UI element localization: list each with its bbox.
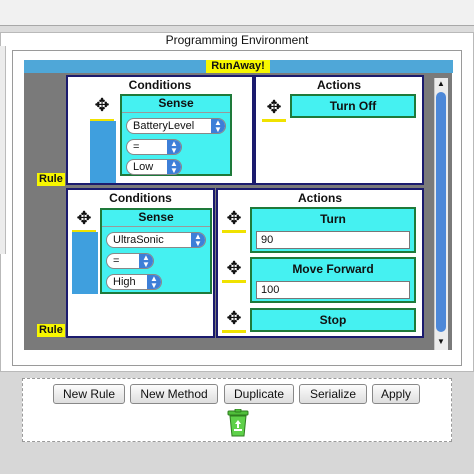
action-block[interactable]: Stop [250, 308, 416, 332]
new-rule-button[interactable]: New Rule [53, 384, 125, 404]
sensor-select[interactable]: BatteryLevel ▲▼ [126, 118, 226, 134]
operator-select[interactable]: = ▲▼ [126, 139, 182, 155]
value-select[interactable]: High ▲▼ [106, 274, 162, 290]
sense-title: Sense [102, 210, 210, 227]
chevron-updown-icon: ▲▼ [211, 119, 225, 134]
conditions-title: Conditions [128, 78, 192, 92]
duplicate-button[interactable]: Duplicate [224, 384, 294, 404]
handle-underline [72, 230, 96, 233]
actions-title: Actions [297, 191, 342, 205]
sensor-value: BatteryLevel [133, 120, 195, 132]
sensor-select[interactable]: UltraSonic ▲▼ [106, 232, 206, 248]
move-icon[interactable]: ✥ [94, 95, 110, 115]
operator-select[interactable]: = ▲▼ [106, 253, 154, 269]
condition-nesting-bar [90, 121, 116, 183]
recycle-bin-icon[interactable] [226, 409, 250, 437]
sensor-value: UltraSonic [113, 234, 164, 246]
chevron-updown-icon: ▲▼ [147, 275, 161, 290]
chevron-updown-icon: ▲▼ [191, 233, 205, 248]
actions-block: Actions ✥ Turn Off [254, 75, 424, 185]
handle-underline [222, 230, 246, 233]
scroll-up-icon[interactable]: ▲ [437, 79, 445, 88]
sense-block[interactable]: Sense BatteryLevel ▲▼ = ▲▼ Low ▲▼ [120, 94, 232, 176]
handle-underline [262, 119, 286, 122]
rule-label[interactable]: Rule [37, 324, 65, 337]
action-block[interactable]: Turn Off [290, 94, 416, 118]
action-title: Turn [320, 212, 346, 226]
operator-value: = [133, 141, 140, 153]
sense-title: Sense [122, 96, 230, 113]
move-icon[interactable]: ✥ [76, 208, 92, 228]
move-icon[interactable]: ✥ [226, 308, 242, 328]
left-panel-edge [0, 46, 6, 254]
actions-block: Actions ✥ Turn 90 ✥ Move Forward 100 ✥ S… [216, 188, 424, 338]
environment-title: Programming Environment [165, 33, 309, 47]
action-block[interactable]: Turn 90 [250, 207, 416, 253]
conditions-block: Conditions ✥ Sense UltraSonic ▲▼ = ▲▼ Hi… [66, 188, 215, 338]
program-name[interactable]: RunAway! [206, 60, 270, 73]
handle-underline [222, 280, 246, 283]
new-method-button[interactable]: New Method [130, 384, 218, 404]
action-title: Turn Off [329, 99, 377, 113]
window-top-strip [0, 26, 474, 32]
actions-title: Actions [316, 78, 361, 92]
scroll-down-icon[interactable]: ▼ [437, 337, 445, 346]
condition-value: Low [133, 161, 154, 173]
conditions-title: Conditions [109, 191, 172, 205]
action-title: Move Forward [292, 262, 374, 276]
action-value-input[interactable]: 100 [256, 281, 410, 299]
handle-underline [222, 330, 246, 333]
action-block[interactable]: Move Forward 100 [250, 257, 416, 303]
operator-value: = [113, 255, 120, 267]
serialize-button[interactable]: Serialize [299, 384, 367, 404]
condition-nesting-bar [72, 232, 98, 294]
apply-button[interactable]: Apply [372, 384, 420, 404]
sense-block[interactable]: Sense UltraSonic ▲▼ = ▲▼ High ▲▼ [100, 208, 212, 294]
window-top-bar [0, 0, 474, 26]
chevron-updown-icon: ▲▼ [139, 254, 153, 269]
conditions-block: Conditions ✥ Sense BatteryLevel ▲▼ = ▲▼ … [66, 75, 254, 185]
chevron-updown-icon: ▲▼ [167, 140, 181, 155]
scrollbar-thumb[interactable] [436, 92, 446, 332]
move-icon[interactable]: ✥ [266, 97, 282, 117]
action-title: Stop [319, 313, 347, 327]
action-value-input[interactable]: 90 [256, 231, 410, 249]
move-icon[interactable]: ✥ [226, 208, 242, 228]
move-icon[interactable]: ✥ [226, 258, 242, 278]
chevron-updown-icon: ▲▼ [167, 160, 181, 175]
condition-value: High [113, 276, 136, 288]
value-select[interactable]: Low ▲▼ [126, 159, 182, 175]
handle-underline [90, 119, 114, 122]
rule-label[interactable]: Rule [37, 173, 65, 186]
